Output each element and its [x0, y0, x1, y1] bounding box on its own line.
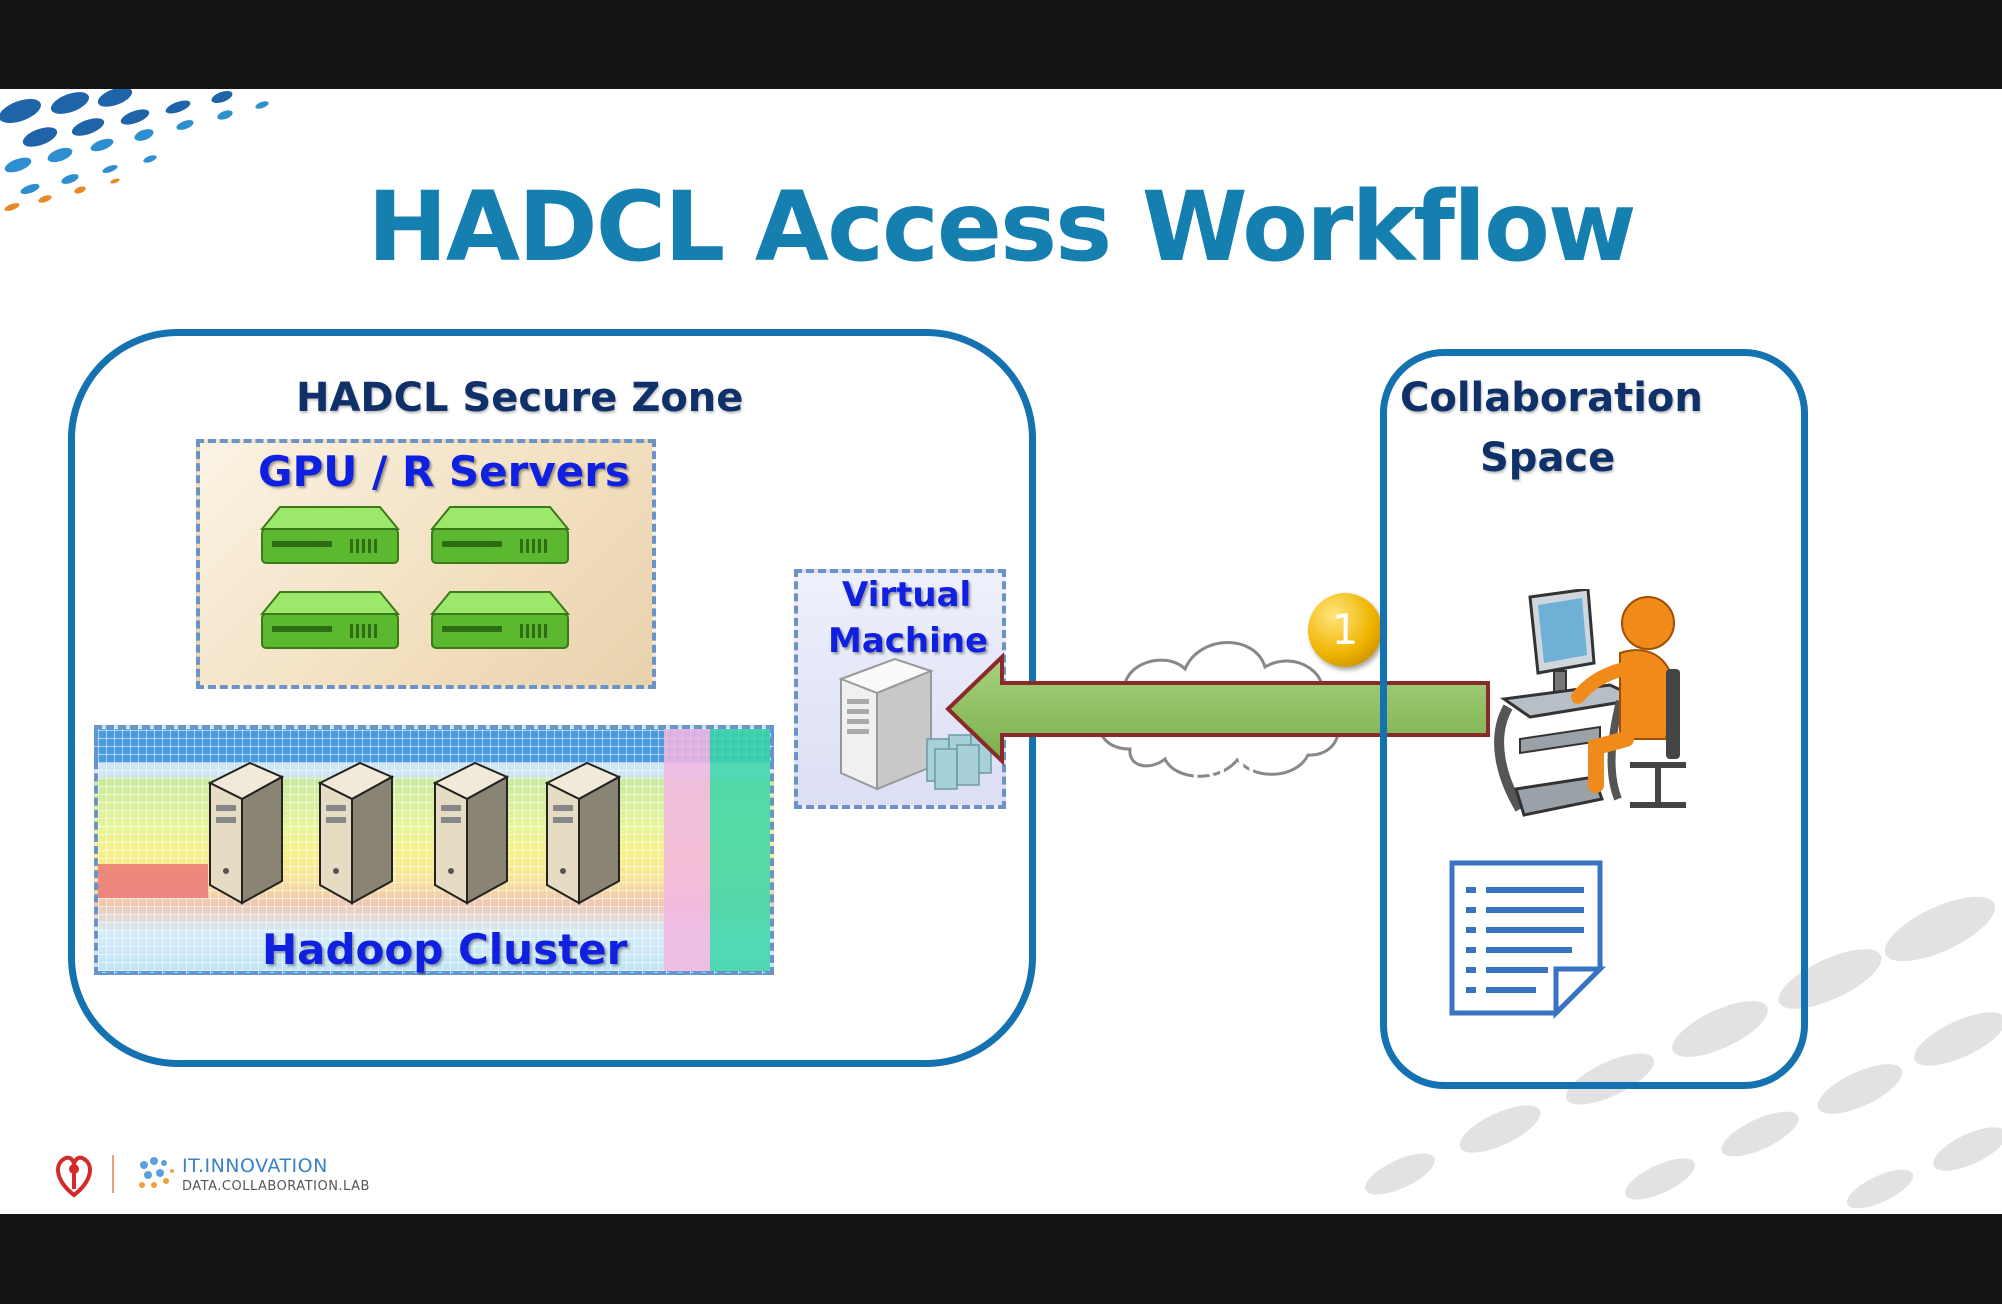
ha-logo-icon [56, 1155, 92, 1198]
server-icon [260, 506, 401, 564]
secure-zone-label: HADCL Secure Zone [296, 375, 744, 421]
virtual-machine-label-line1: Virtual [842, 575, 972, 615]
gpu-servers-label: GPU / R Servers [258, 447, 630, 496]
hadoop-cluster-label: Hadoop Cluster [262, 925, 628, 974]
collaboration-space-label-line1: Collaboration [1400, 375, 1703, 421]
brand-name: IT.INNOVATION [182, 1155, 328, 1177]
server-icon [430, 591, 571, 649]
tower-server-icon [317, 761, 395, 905]
server-icon [430, 506, 571, 564]
collaboration-space-label-line2: Space [1480, 435, 1616, 481]
slide: HADCL Access Workflow HADCL Secure Zone … [0, 89, 2002, 1214]
document-icon [1449, 860, 1607, 1019]
tower-server-icon [432, 761, 510, 905]
footer-divider [112, 1155, 114, 1193]
person-at-computer-icon [1494, 589, 1686, 817]
tower-server-icon [207, 761, 285, 905]
step-badge: 1 [1308, 593, 1382, 667]
virtual-machine-label-line2: Machine [828, 621, 989, 661]
server-icon [260, 591, 401, 649]
collaboration-space-zone [1380, 349, 1808, 1089]
step-badge-number: 1 [1331, 605, 1359, 654]
brand-subtitle: DATA.COLLABORATION.LAB [182, 1179, 370, 1194]
brand-dots-icon [139, 1157, 174, 1188]
tower-server-icon [544, 761, 622, 905]
slide-title: HADCL Access Workflow [367, 171, 1636, 283]
decorative-swoosh-top [0, 89, 269, 211]
rdp-arrow [945, 652, 1490, 766]
rdp-label: RDP [1190, 744, 1269, 788]
